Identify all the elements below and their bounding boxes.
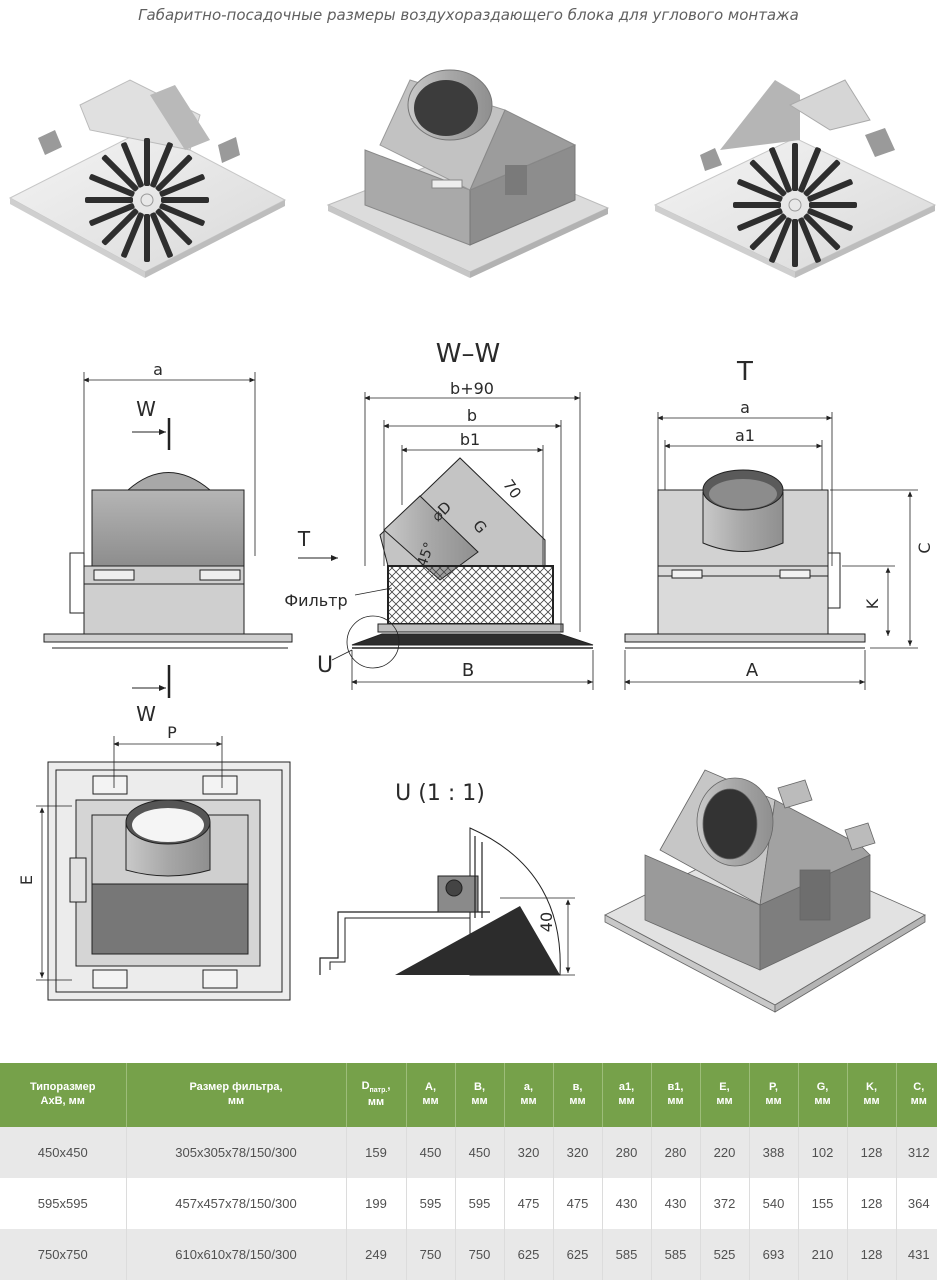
dim-b: b bbox=[467, 406, 477, 425]
table-cell: 595x595 bbox=[0, 1178, 127, 1229]
dim-seventy: 70 bbox=[499, 476, 525, 502]
table-cell: 625 bbox=[504, 1229, 554, 1280]
table-cell: 128 bbox=[847, 1178, 897, 1229]
section-ww-label: W–W bbox=[436, 339, 500, 369]
dim-A: A bbox=[746, 660, 759, 681]
th-b1: в1,мм bbox=[651, 1063, 701, 1127]
detail-u-marker: U bbox=[317, 653, 333, 678]
view-t-label: T bbox=[736, 357, 753, 387]
table-cell: 220 bbox=[700, 1127, 750, 1178]
th-a1: a1,мм bbox=[602, 1063, 652, 1127]
table-cell: 280 bbox=[651, 1127, 701, 1178]
cut-w-bottom: W bbox=[136, 702, 156, 726]
table-cell: 320 bbox=[553, 1127, 603, 1178]
table-row: 595x595 457x457x78/150/300 199 595 595 4… bbox=[0, 1178, 937, 1229]
detail-u-label: U (1 : 1) bbox=[395, 781, 485, 806]
table-row: 750x750 610x610x78/150/300 249 750 750 6… bbox=[0, 1229, 937, 1280]
dim-K: K bbox=[863, 598, 882, 609]
table-cell: 430 bbox=[602, 1178, 652, 1229]
dim-C: C bbox=[915, 542, 934, 553]
table-cell: 305x305x78/150/300 bbox=[126, 1127, 347, 1178]
table-cell: 199 bbox=[346, 1178, 407, 1229]
table-cell: 320 bbox=[504, 1127, 554, 1178]
table-cell: 128 bbox=[847, 1229, 897, 1280]
table-cell: 610x610x78/150/300 bbox=[126, 1229, 347, 1280]
th-b: в,мм bbox=[553, 1063, 603, 1127]
table-row: 450x450 305x305x78/150/300 159 450 450 3… bbox=[0, 1127, 937, 1178]
slot-group bbox=[85, 138, 209, 262]
render-diffuser-face-left bbox=[8, 79, 287, 278]
th-a: a,мм bbox=[504, 1063, 554, 1127]
table-cell: 388 bbox=[749, 1127, 799, 1178]
table-cell: 750 bbox=[406, 1229, 456, 1280]
th-A: A,мм bbox=[406, 1063, 456, 1127]
dim-a-view-t: a bbox=[740, 398, 750, 417]
view-arrow-t: T bbox=[297, 527, 311, 551]
dim-a-front: a bbox=[153, 360, 163, 379]
section-ww bbox=[298, 392, 594, 690]
th-G: G,мм bbox=[798, 1063, 848, 1127]
table-cell: 750x750 bbox=[0, 1229, 127, 1280]
table-cell: 312 bbox=[896, 1127, 937, 1178]
th-E: E,мм bbox=[700, 1063, 750, 1127]
dim-E: E bbox=[17, 875, 36, 885]
table-cell: 475 bbox=[504, 1178, 554, 1229]
filter-label: Фильтр bbox=[284, 591, 347, 610]
table-cell: 585 bbox=[602, 1229, 652, 1280]
th-filter: Размер фильтра,мм bbox=[126, 1063, 347, 1127]
th-d: Dпатр.,мм bbox=[346, 1063, 407, 1127]
dim-b-plus-90: b+90 bbox=[450, 379, 494, 398]
table-cell: 595 bbox=[406, 1178, 456, 1229]
table-cell: 693 bbox=[749, 1229, 799, 1280]
dim-forty: 40 bbox=[537, 912, 556, 932]
dim-a1: a1 bbox=[735, 426, 755, 445]
table-cell: 585 bbox=[651, 1229, 701, 1280]
render-plenum-box bbox=[326, 69, 610, 278]
th-C: C,мм bbox=[896, 1063, 937, 1127]
render-diffuser-face-right bbox=[653, 79, 937, 278]
table-cell: 128 bbox=[847, 1127, 897, 1178]
table-cell: 280 bbox=[602, 1127, 652, 1178]
table-cell: 475 bbox=[553, 1178, 603, 1229]
th-K: K,мм bbox=[847, 1063, 897, 1127]
table-cell: 102 bbox=[798, 1127, 848, 1178]
detail-u bbox=[319, 827, 575, 976]
th-P: P,мм bbox=[749, 1063, 799, 1127]
table-cell: 372 bbox=[700, 1178, 750, 1229]
page-title: Габаритно-посадочные размеры воздухоразд… bbox=[138, 6, 799, 24]
view-t bbox=[624, 412, 918, 690]
top-view bbox=[36, 736, 291, 1001]
table-cell: 595 bbox=[455, 1178, 505, 1229]
th-B: B,мм bbox=[455, 1063, 505, 1127]
table-cell: 540 bbox=[749, 1178, 799, 1229]
table-cell: 450 bbox=[455, 1127, 505, 1178]
front-view bbox=[43, 372, 293, 698]
table-cell: 625 bbox=[553, 1229, 603, 1280]
table-cell: 249 bbox=[346, 1229, 407, 1280]
table-cell: 450x450 bbox=[0, 1127, 127, 1178]
table-cell: 431 bbox=[896, 1229, 937, 1280]
table-cell: 525 bbox=[700, 1229, 750, 1280]
technical-drawing: a W W W–W b+90 b b1 ⌀D 70 G 45° T Фильтр… bbox=[8, 69, 937, 1013]
dim-b1: b1 bbox=[460, 430, 480, 449]
dim-45deg: 45° bbox=[414, 540, 438, 569]
table-cell: 155 bbox=[798, 1178, 848, 1229]
table-cell: 159 bbox=[346, 1127, 407, 1178]
cut-w-top: W bbox=[136, 397, 156, 421]
table-cell: 364 bbox=[896, 1178, 937, 1229]
table-cell: 457x457x78/150/300 bbox=[126, 1178, 347, 1229]
table-cell: 750 bbox=[455, 1229, 505, 1280]
table-cell: 450 bbox=[406, 1127, 456, 1178]
table-cell: 210 bbox=[798, 1229, 848, 1280]
dim-B: B bbox=[462, 660, 474, 681]
table-cell: 430 bbox=[651, 1178, 701, 1229]
dim-P: P bbox=[167, 723, 177, 742]
render-plenum-iso bbox=[604, 769, 926, 1013]
